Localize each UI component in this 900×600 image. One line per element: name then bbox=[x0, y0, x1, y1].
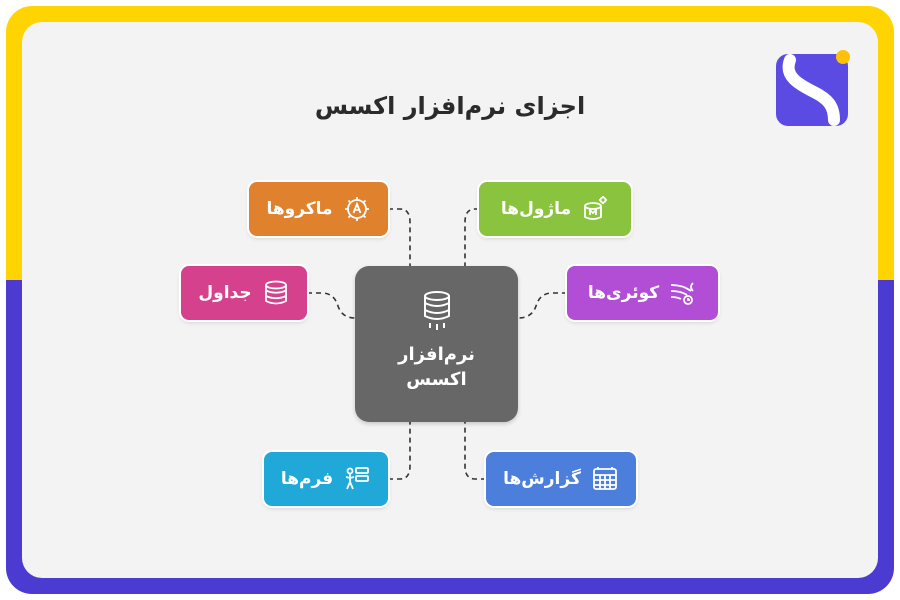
node-tables-label: جداول bbox=[198, 283, 252, 303]
page-title: اجزای نرم‌افزار اکسس bbox=[314, 92, 586, 120]
center-node: نرم‌افزار اکسس bbox=[355, 266, 518, 422]
form-fill-icon bbox=[343, 465, 371, 493]
node-macros: ماکروها bbox=[249, 182, 388, 236]
query-wind-icon bbox=[669, 279, 697, 307]
logo-dot bbox=[836, 50, 850, 64]
database-icon bbox=[424, 291, 450, 330]
node-forms-label: فرم‌ها bbox=[280, 469, 334, 489]
brand-logo bbox=[776, 54, 848, 126]
database-icon bbox=[262, 279, 290, 307]
macro-gear-icon bbox=[343, 195, 371, 223]
node-queries: کوئری‌ها bbox=[567, 266, 718, 320]
node-macros-label: ماکروها bbox=[266, 199, 333, 219]
node-queries-label: کوئری‌ها bbox=[587, 283, 660, 303]
module-chip-icon bbox=[581, 195, 609, 223]
node-reports-label: گزارش‌ها bbox=[503, 469, 581, 489]
node-tables: جداول bbox=[181, 266, 307, 320]
node-forms: فرم‌ها bbox=[264, 452, 388, 506]
node-reports: گزارش‌ها bbox=[486, 452, 636, 506]
center-label: نرم‌افزار اکسس bbox=[398, 344, 475, 390]
node-modules-label: ماژول‌ها bbox=[500, 199, 572, 219]
node-modules: ماژول‌ها bbox=[479, 182, 631, 236]
report-table-icon bbox=[591, 465, 619, 493]
